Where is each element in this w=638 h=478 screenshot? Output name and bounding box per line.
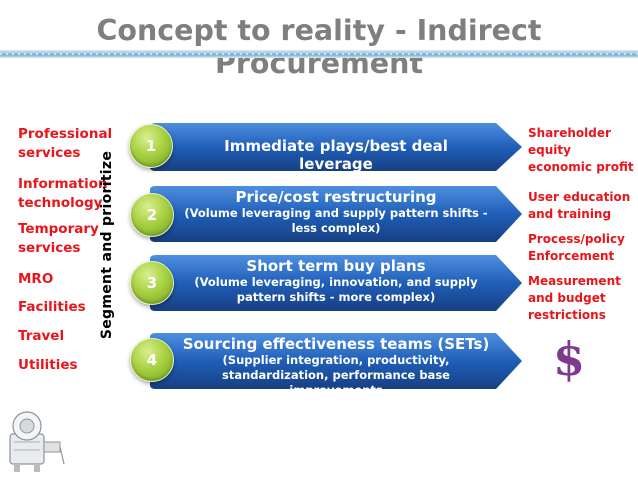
step-arrow-1: Immediate plays/best deal leverage bbox=[146, 121, 526, 173]
step-2-subtitle: (Volume leveraging and supply pattern sh… bbox=[184, 206, 488, 235]
arrow-shape-3 bbox=[150, 255, 522, 311]
category-mro: MRO bbox=[18, 271, 54, 287]
page-title: Concept to reality - Indirect Procuremen… bbox=[96, 14, 542, 80]
category-utilities: Utilities bbox=[18, 357, 78, 373]
category-facilities: Facilities bbox=[18, 299, 86, 315]
title-divider-pattern bbox=[0, 53, 638, 55]
step-arrow-4: Sourcing effectiveness teams (SETs) (Sup… bbox=[146, 331, 526, 397]
outcome-process-policy: Process/policy Enforcement bbox=[528, 232, 625, 263]
outcome-measurement-budget: Measurement and budget restrictions bbox=[528, 274, 621, 322]
step-arrow-3: Short term buy plans (Volume leveraging,… bbox=[146, 253, 526, 313]
arrow-shape-1 bbox=[150, 123, 522, 171]
step-3-title: Short term buy plans bbox=[246, 257, 426, 275]
step-3-subtitle: (Volume leveraging, innovation, and supp… bbox=[194, 275, 478, 304]
step-badge-3: 3 bbox=[130, 261, 174, 305]
outcome-shareholder-equity: Shareholder equity economic profit bbox=[528, 126, 634, 174]
step-badge-4: 4 bbox=[130, 338, 174, 382]
step-1-title: Immediate plays/best deal leverage bbox=[224, 137, 448, 173]
step-badge-1: 1 bbox=[129, 124, 173, 168]
industrial-machine-icon bbox=[6, 404, 66, 474]
category-information-technology: Information technology bbox=[18, 176, 108, 211]
step-badge-2: 2 bbox=[130, 193, 174, 237]
step-2-title: Price/cost restructuring bbox=[235, 188, 437, 206]
category-professional-services: Professional services bbox=[18, 126, 113, 161]
outcome-user-education: User education and training bbox=[528, 190, 631, 221]
dollar-icon: $ bbox=[552, 332, 585, 386]
category-travel: Travel bbox=[18, 328, 65, 344]
step-arrow-2: Price/cost restructuring (Volume leverag… bbox=[146, 184, 526, 244]
step-4-title: Sourcing effectiveness teams (SETs) bbox=[182, 335, 490, 353]
segment-prioritize-label: Segment and prioritize bbox=[99, 150, 115, 340]
step-4-subtitle: (Supplier integration, productivity, sta… bbox=[222, 353, 450, 397]
category-temporary-services: Temporary services bbox=[18, 221, 99, 256]
arrow-shape-4 bbox=[150, 333, 522, 389]
arrow-shape-2 bbox=[150, 186, 522, 242]
